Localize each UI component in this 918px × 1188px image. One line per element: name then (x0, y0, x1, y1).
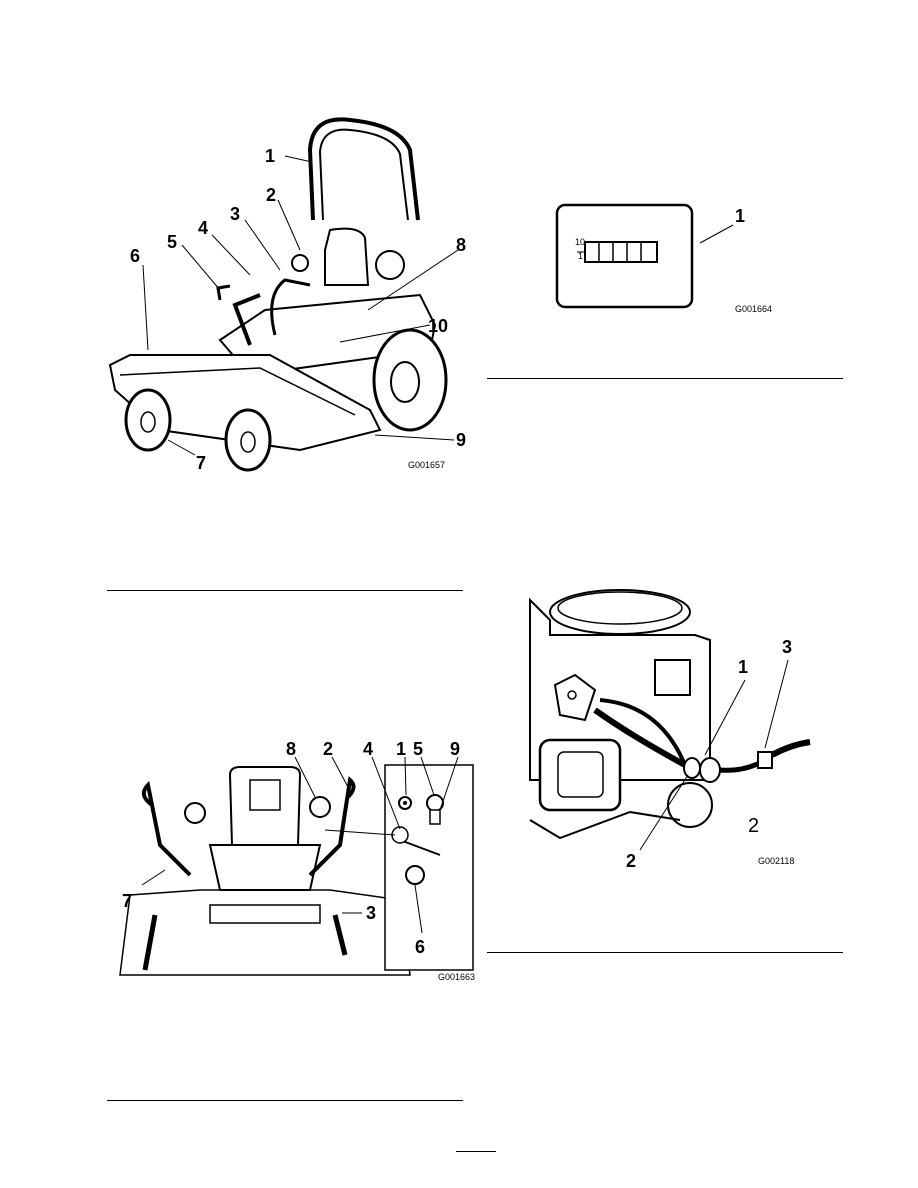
divider (107, 590, 463, 591)
mower-callout-7: 7 (196, 453, 206, 473)
controls-callout-6: 6 (415, 937, 425, 957)
divider (487, 378, 843, 379)
hour-meter-figure: 10 1 1 G001664 (555, 200, 785, 320)
controls-callout-3: 3 (366, 903, 376, 923)
mower-callout-4: 4 (198, 218, 208, 238)
divider (487, 952, 843, 953)
controls-callout-1: 1 (396, 739, 406, 759)
mower-callout-9: 9 (456, 430, 466, 450)
engine-figure-code: G002118 (758, 856, 794, 866)
engine-callout-2: 2 (626, 851, 636, 871)
controls-callout-2: 2 (323, 739, 333, 759)
hour-meter-scale-10: 10 (575, 237, 585, 247)
mower-callout-1: 1 (265, 146, 275, 166)
hour-meter-callout-1: 1 (735, 206, 745, 226)
mower-callout-5: 5 (167, 232, 177, 252)
controls-callout-9: 9 (450, 739, 460, 759)
engine-callout-3: 3 (782, 637, 792, 657)
mower-callout-8: 8 (456, 235, 466, 255)
engine-callout-1: 1 (738, 657, 748, 677)
engine-figure: 1 3 2 2 G002118 (520, 580, 820, 875)
mower-callout-10: 10 (428, 316, 448, 336)
engine-stray-label: 2 (748, 815, 759, 837)
mower-callout-3: 3 (230, 204, 240, 224)
mower-figure-code: G001657 (408, 460, 445, 470)
controls-figure: 8 2 4 1 5 9 7 3 6 G001663 (110, 735, 480, 985)
page-number-mark (456, 1151, 496, 1152)
mower-figure: 1 2 3 4 5 6 7 8 9 10 G001657 (100, 110, 480, 490)
controls-callout-7: 7 (122, 891, 132, 911)
mower-callout-2: 2 (266, 185, 276, 205)
controls-callout-4: 4 (363, 739, 373, 759)
divider (107, 1100, 463, 1101)
controls-figure-code: G001663 (438, 972, 475, 982)
mower-callout-6: 6 (130, 246, 140, 266)
controls-callout-5: 5 (413, 739, 423, 759)
controls-callout-8: 8 (286, 739, 296, 759)
hour-meter-scale-1: 1 (578, 251, 583, 261)
hour-meter-figure-code: G001664 (735, 304, 772, 314)
